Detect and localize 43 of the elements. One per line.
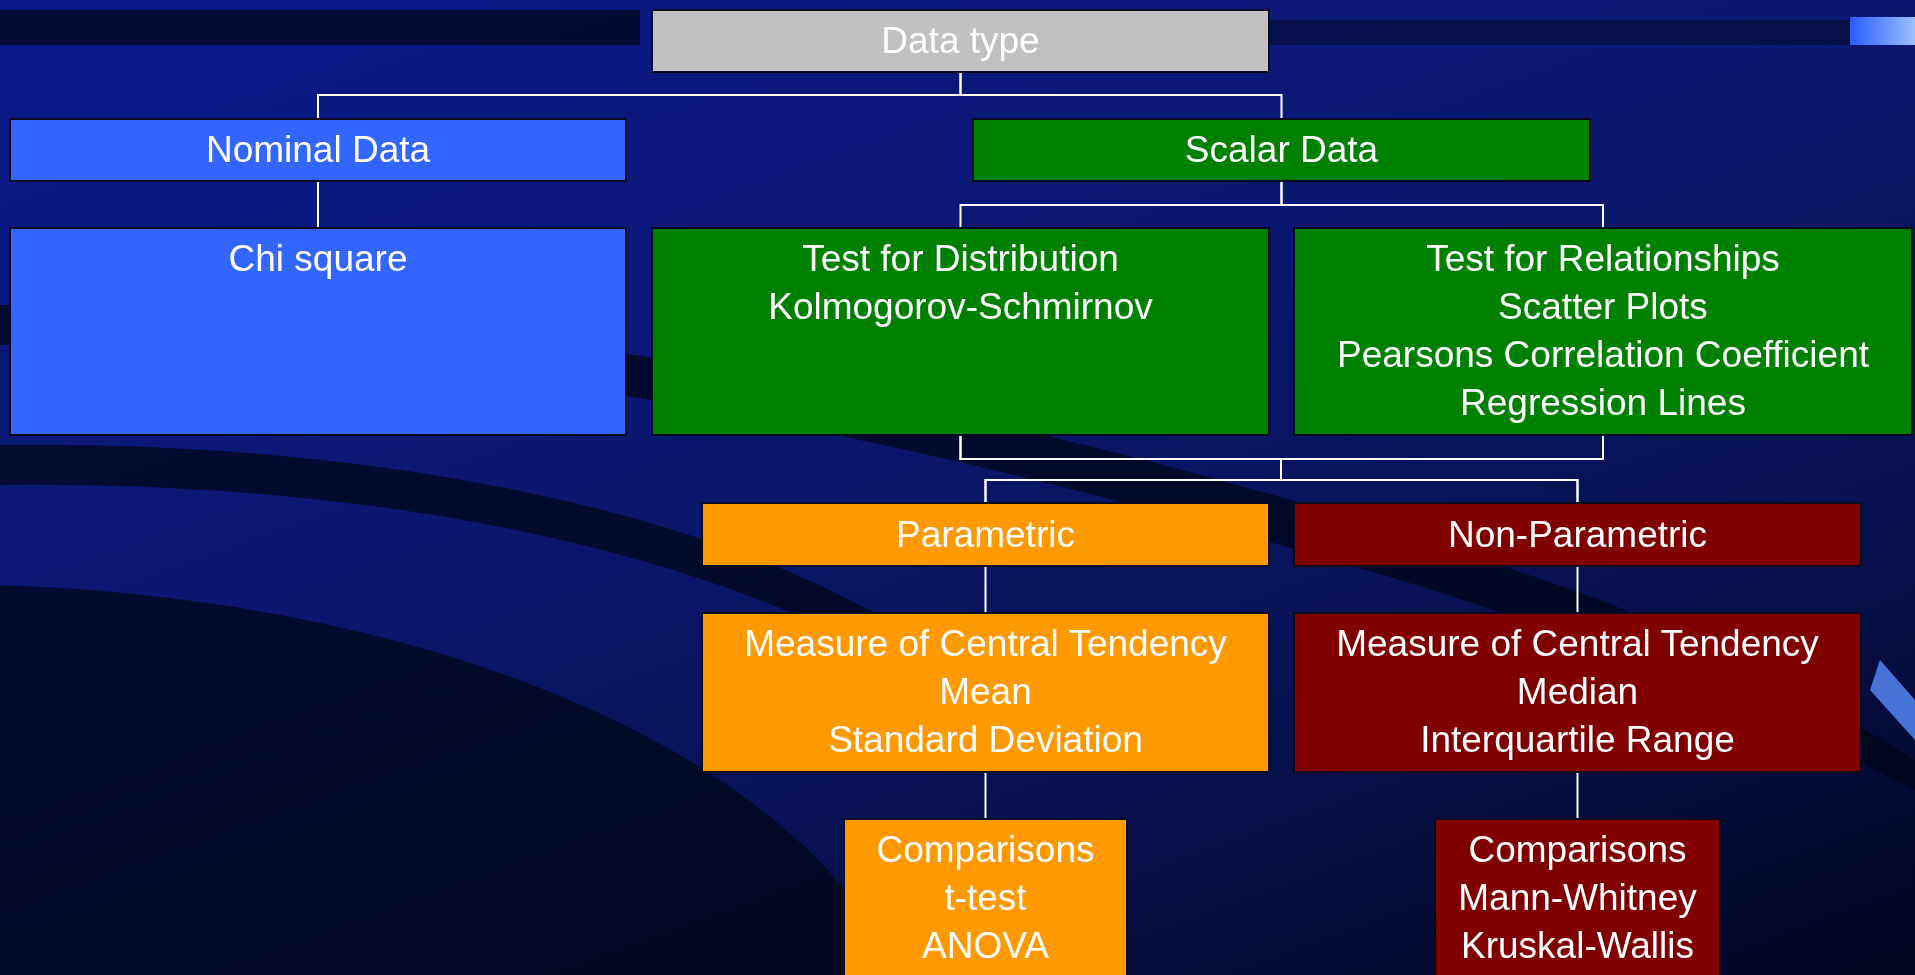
category-box: [9, 227, 627, 436]
box-text: Kruskal-Wallis: [1461, 924, 1694, 968]
box-text: ANOVA: [922, 924, 1049, 968]
category-box: [9, 118, 627, 182]
category-box: [1293, 502, 1862, 567]
connector-line: [317, 181, 319, 228]
connector-line: [1280, 181, 1604, 228]
category-box: [651, 9, 1270, 73]
box-text: Measure of Central Tendency: [1336, 622, 1819, 666]
category-box: [701, 502, 1270, 567]
box-text: Regression Lines: [1460, 381, 1746, 425]
connector-line: [984, 566, 987, 613]
box-text: Interquartile Range: [1420, 718, 1735, 762]
box-text: Median: [1516, 670, 1639, 714]
category-box: [701, 612, 1270, 773]
box-text: Chi square: [228, 237, 408, 281]
box-text: Parametric: [896, 512, 1075, 557]
box-text: Mann-Whitney: [1458, 876, 1697, 920]
box-text: Standard Deviation: [828, 718, 1143, 762]
box-text: Kolmogorov-Schmirnov: [768, 285, 1153, 329]
box-text: Measure of Central Tendency: [744, 622, 1227, 666]
box-text: Pearsons Correlation Coefficient: [1337, 333, 1869, 377]
box-text: Data type: [881, 19, 1040, 63]
category-box: [1293, 612, 1862, 773]
box-text: Non-Parametric: [1447, 512, 1708, 557]
connector-line: [1576, 566, 1579, 613]
connector-line: [984, 772, 987, 819]
box-text: Scalar Data: [1184, 128, 1379, 172]
box-text: Mean: [939, 670, 1032, 714]
box-text: Test for Relationships: [1426, 237, 1780, 281]
connector-line: [1576, 772, 1579, 819]
box-text: Nominal Data: [205, 128, 431, 172]
box-text: Comparisons: [1468, 828, 1687, 872]
category-box: [1293, 227, 1913, 436]
box-text: Comparisons: [876, 828, 1095, 872]
connector-line: [959, 72, 1283, 119]
category-box: [651, 227, 1270, 436]
box-text: t-test: [944, 876, 1027, 920]
box-text: Test for Distribution: [802, 237, 1119, 281]
category-box: [843, 818, 1128, 975]
box-text: Scatter Plots: [1498, 285, 1708, 329]
category-box: [972, 118, 1591, 182]
category-box: [1434, 818, 1721, 975]
